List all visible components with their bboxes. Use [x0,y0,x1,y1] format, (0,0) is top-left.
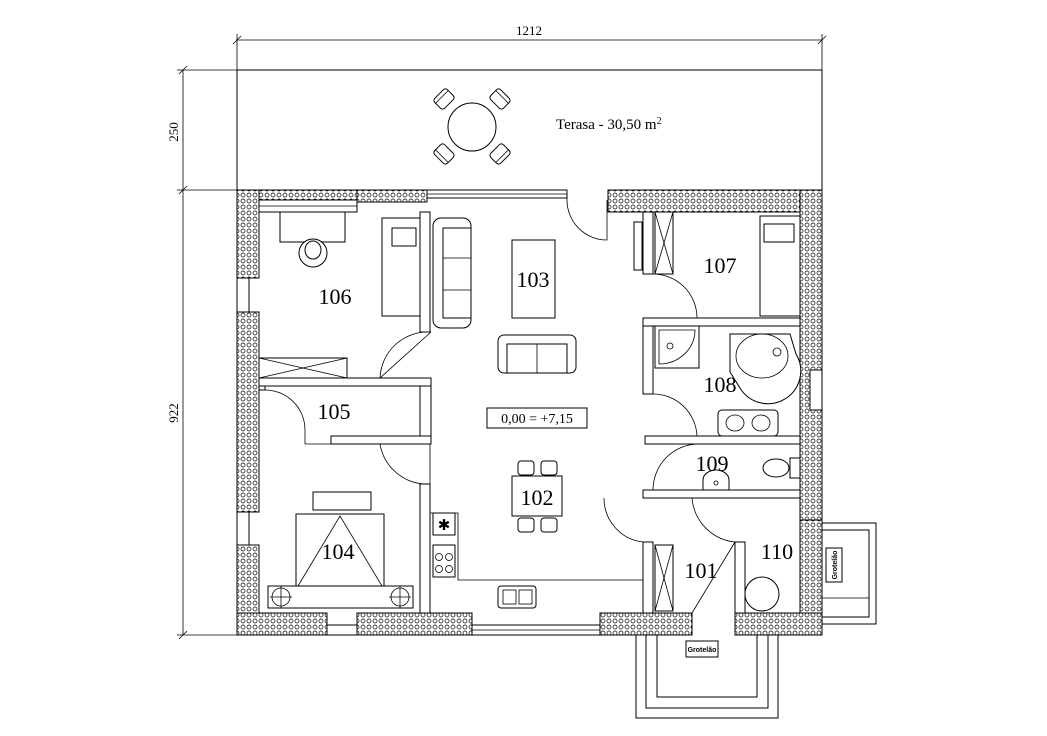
interior-walls [258,211,801,614]
level-marker: 0,00 = +7,15 [501,412,573,427]
room-label-105: 105 [318,399,351,424]
room-label-108: 108 [704,372,737,397]
dimension-lines [177,34,827,640]
room-label-103: 103 [517,267,550,292]
level-marker-box [486,407,588,429]
dimension-terrace-depth: 250 [166,122,181,142]
terrace-dining-set [433,88,511,165]
side-porch [822,522,877,625]
room-label-107: 107 [704,253,737,278]
room-109-furniture [702,457,801,491]
entrance-mat-stamp: Grotelão [688,647,717,654]
terrace [236,69,823,190]
room-label-110: 110 [761,539,793,564]
side-mat-stamp: Grotelão [832,551,839,580]
room-101-110-furniture [654,544,780,612]
room-label-106: 106 [319,284,352,309]
room-102-furniture: ✱ [430,460,643,609]
room-108-furniture [654,325,802,437]
room-106-furniture [258,211,421,379]
room-label-104: 104 [322,539,355,564]
room-label-102: 102 [521,485,554,510]
dimension-house-depth: 922 [166,403,181,423]
windows [236,189,823,636]
room-104-furniture [267,491,414,609]
terrace-label: Terasa - 30,50 m2 [556,116,662,133]
dimension-width: 1212 [516,23,542,38]
room-103-furniture [432,217,577,374]
room-label-109: 109 [696,451,729,476]
room-label-101: 101 [685,558,718,583]
room-107-furniture [633,211,801,317]
doors [264,190,736,614]
svg-text:✱: ✱ [438,518,451,534]
exterior-walls [236,189,823,636]
entrance-porch [635,635,779,719]
